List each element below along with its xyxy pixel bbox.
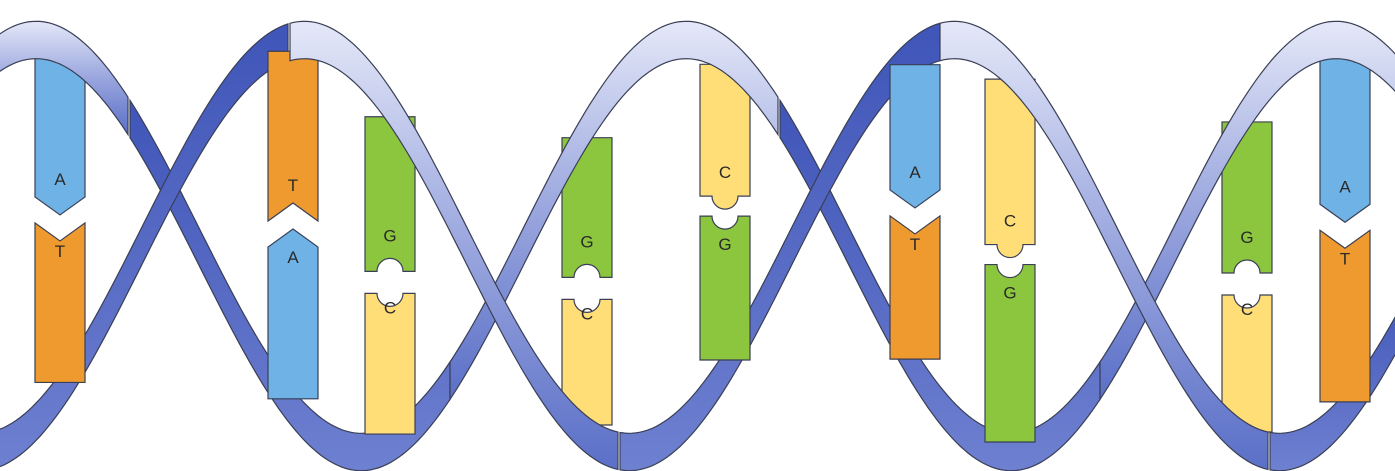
pair-7-top-base-letter: C — [719, 163, 731, 182]
pair-12-top-base-letter: G — [1240, 228, 1253, 247]
pair-3-top-base-shape — [268, 51, 318, 221]
pair-9-top-base: A — [890, 65, 940, 208]
pair-13-bottom-base-letter: T — [1340, 249, 1350, 268]
pair-13-top-base-shape — [1320, 51, 1370, 223]
pair-9-bottom-base: T — [890, 216, 940, 359]
pair-9-bottom-base-letter: T — [910, 235, 920, 254]
pair-10-top-base-letter: C — [1004, 212, 1016, 231]
pair-4-bottom-base-letter: C — [384, 298, 396, 317]
pair-1-bottom-base: T — [35, 223, 85, 383]
pair-7-bottom-base-letter: G — [718, 235, 731, 254]
pair-10-bottom-base-letter: G — [1003, 284, 1016, 303]
pair-13-bottom-base: T — [1320, 230, 1370, 402]
pair-1-top-base-shape — [35, 55, 85, 215]
pair-3-top-base-letter: T — [288, 176, 298, 195]
pair-6-top-base-letter: G — [580, 232, 593, 251]
pair-1-top-base: A — [35, 55, 85, 215]
pair-3-bottom-base: A — [268, 229, 318, 399]
pair-6-bottom-base-letter: C — [581, 304, 593, 323]
pair-3-top-base: T — [268, 51, 318, 221]
pair-7-bottom-base: G — [700, 216, 750, 360]
pair-13-top-base: A — [1320, 51, 1370, 223]
pair-1-bottom-base-letter: T — [55, 242, 65, 261]
pair-13-top-base-letter: A — [1339, 177, 1351, 196]
pair-9-top-base-letter: A — [909, 163, 921, 182]
pair-4-bottom-base: C — [365, 293, 415, 434]
pair-1-top-base-letter: A — [54, 170, 66, 189]
pair-12-bottom-base-letter: C — [1241, 300, 1253, 319]
pair-10-bottom-base: G — [985, 265, 1035, 442]
pair-3-bottom-base-letter: A — [287, 248, 299, 267]
pair-9-top-base-shape — [890, 65, 940, 208]
backbone-strand-back — [0, 23, 1395, 470]
pair-4-top-base-letter: G — [383, 226, 396, 245]
